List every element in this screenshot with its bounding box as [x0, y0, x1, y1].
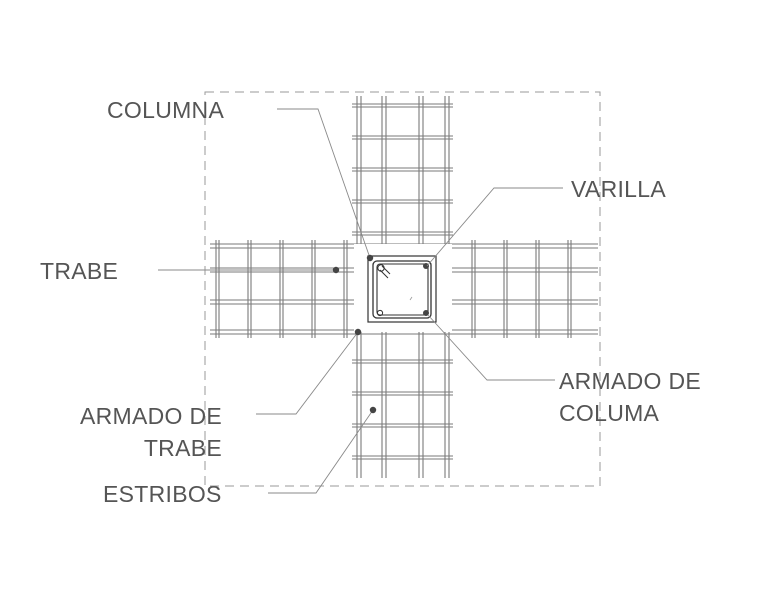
label-armado-trabe-line1: ARMADO DE — [80, 403, 222, 429]
leader-armado-trabe — [256, 331, 359, 415]
label-armado-columa-line2: COLUMA — [559, 400, 660, 426]
leader-lines — [158, 108, 563, 494]
dot-armado-trabe — [354, 328, 362, 336]
leader-armado-columa — [427, 314, 555, 381]
leader-estribos — [268, 409, 374, 494]
column-bar-tr — [423, 263, 429, 269]
column-outline — [367, 255, 437, 323]
dot-estribos — [369, 406, 377, 414]
column-bar-tl — [377, 264, 385, 272]
label-armado-columa-line1: ARMADO DE — [559, 368, 701, 394]
label-trabe: TRABE — [40, 258, 118, 284]
leader-dots — [332, 254, 377, 414]
column-stirrup-outer — [372, 260, 432, 319]
label-armado-trabe-line2: TRABE — [144, 435, 222, 461]
label-varilla: VARILLA — [571, 176, 666, 202]
dashed-boundary — [204, 91, 601, 487]
dot-trabe — [332, 266, 340, 274]
label-columna: COLUMNA — [107, 97, 224, 123]
dot-columna — [366, 254, 374, 262]
column-stirrup-inner — [376, 263, 429, 316]
leader-varilla — [426, 187, 563, 267]
column-bar-bl — [376, 309, 384, 317]
leader-columna — [277, 108, 371, 259]
label-estribos: ESTRIBOS — [103, 481, 222, 507]
column-bar-br — [423, 310, 429, 316]
